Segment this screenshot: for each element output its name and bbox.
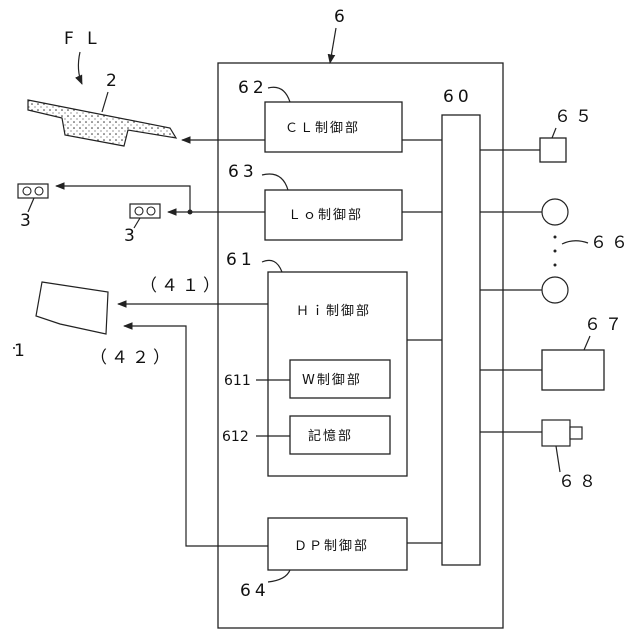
lo-junction-dot [188,210,193,215]
p67-label: ６７ [584,315,626,335]
hi-control-label: Ｈｉ制御部 [296,304,371,319]
fl-arrow [78,52,82,84]
lamp-right-ref-label: 3 [124,226,139,246]
controller-leader [330,28,336,63]
hi-ref-label: 61 [226,250,256,270]
p66-leader [562,241,588,244]
signal-42-label: （４２） [90,348,174,368]
fl-label: F L [64,29,101,49]
signal-41-label: （４１） [140,276,224,296]
memory-label: 記憶部 [308,428,353,444]
device-ref-dot [13,347,15,349]
ceiling-light-icon [28,100,176,146]
lo-ref-label: 63 [228,162,258,182]
lamp-left-icon [18,184,48,198]
lamp-left-leader [28,198,34,212]
p68-label: ６８ [558,472,600,492]
w-control-label: W制御部 [302,373,362,388]
indicator-66a-icon [542,199,568,225]
ellipsis-dot-3 [554,264,557,267]
memory-ref-label: 612 [222,429,249,445]
ellipsis-dot-1 [554,236,557,239]
bus-ref-label: 60 [443,87,473,107]
p66-label: ６６ [590,233,632,253]
w-ref-label: 611 [224,373,251,389]
p68-leader [556,446,560,472]
lo-control-label: Ｌｏ制御部 [288,208,363,223]
lamp-left-ref-label: 3 [20,211,35,231]
controller-ref-label: 6 [334,7,349,27]
ellipsis-dot-2 [554,250,557,253]
dp-ref-label: 64 [240,581,270,601]
camera-68-icon [542,420,582,446]
display-67-icon [542,350,604,390]
light-ref-label: 2 [106,71,121,91]
device-ref-label: 1 [14,341,29,361]
lamp-right-icon [130,204,160,218]
p65-label: ６５ [554,107,596,127]
lo-output-arrow-left [56,186,190,212]
light-ref-leader [102,92,108,112]
indicator-66b-icon [542,277,568,303]
projector-device-icon [36,282,108,334]
bus-60 [442,115,480,565]
sensor-65-icon [540,138,566,162]
p65-leader [552,128,556,138]
cl-ref-label: 62 [238,78,268,98]
cl-control-label: ＣＬ制御部 [285,121,360,136]
dp-control-label: ＤＰ制御部 [294,539,369,554]
p67-leader [584,336,590,350]
